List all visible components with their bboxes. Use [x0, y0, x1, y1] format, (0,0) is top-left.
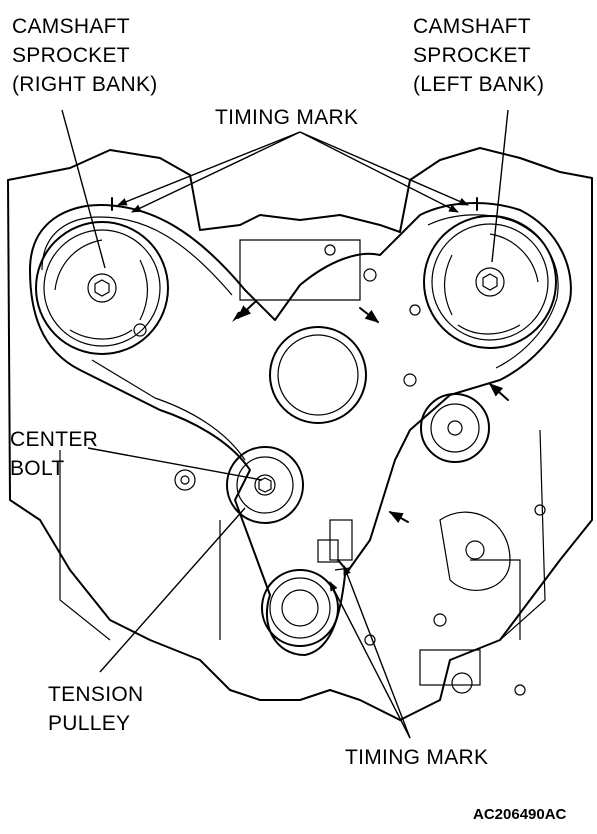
leader-center-bolt — [87, 447, 263, 481]
label-camshaft-sprocket-right-bank: CAMSHAFT SPROCKET (RIGHT BANK) — [12, 15, 158, 96]
leader-timing-mark-left — [299, 131, 469, 206]
leader-cam-left — [491, 109, 509, 263]
label-center-bolt: CENTER BOLT — [10, 428, 99, 480]
leader-lines — [61, 109, 509, 739]
direction-arrow — [488, 383, 509, 401]
crankshaft-sprocket — [261, 519, 353, 647]
figure-code: AC206490AC — [473, 806, 567, 823]
idler-pulley — [420, 393, 490, 463]
label-tension-pulley: TENSION PULLEY — [48, 683, 144, 735]
leader-timing-mark-right-2 — [131, 131, 301, 213]
label-camshaft-sprocket-left-bank: CAMSHAFT SPROCKET (LEFT BANK) — [413, 15, 545, 96]
engine-block — [7, 147, 593, 721]
camshaft-sprocket-left-bank — [423, 215, 557, 349]
direction-arrow — [236, 301, 256, 319]
direction-arrow — [388, 511, 409, 524]
camshaft-sprocket-right-bank — [35, 221, 169, 355]
direction-arrow — [359, 307, 380, 323]
leader-timing-mark-crank-2 — [343, 565, 411, 739]
leader-timing-mark-left-2 — [299, 131, 459, 213]
tension-pulley — [226, 446, 304, 524]
label-timing-mark-top: TIMING MARK — [215, 106, 359, 129]
timing-mark-ticks — [111, 197, 478, 573]
leader-cam-right — [61, 109, 106, 269]
leader-tension-pulley — [99, 507, 246, 673]
belt-direction-arrows — [232, 301, 509, 524]
leader-timing-mark-crank — [329, 581, 411, 739]
center-pulley — [269, 326, 367, 424]
leader-timing-mark-right — [117, 131, 301, 206]
label-timing-mark-bottom: TIMING MARK — [345, 746, 489, 769]
timing-belt — [29, 202, 572, 656]
